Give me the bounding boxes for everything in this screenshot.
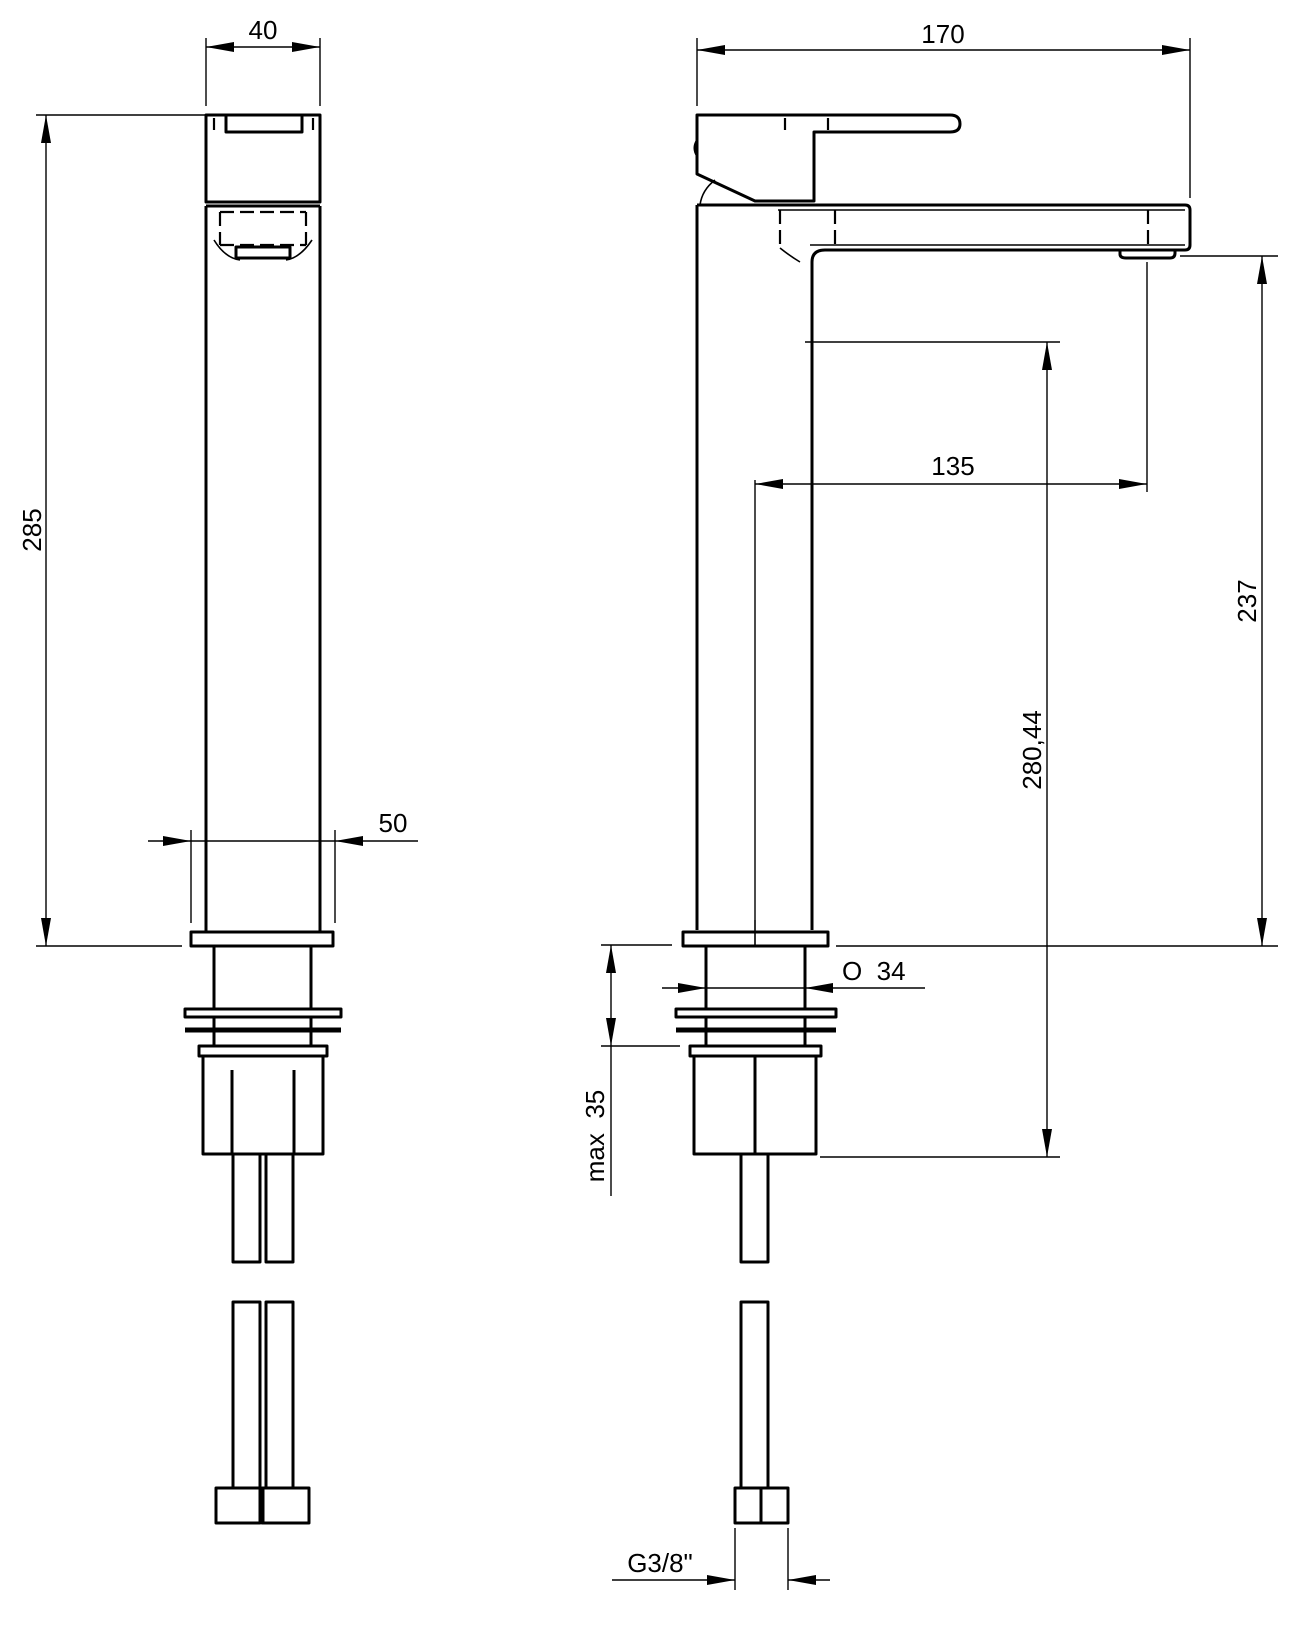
- dim-label-50: 50: [379, 808, 408, 838]
- dim-overall-length: 170: [696, 19, 1191, 198]
- side-spout: [697, 203, 1192, 263]
- side-hose: [733, 1152, 790, 1525]
- side-view: 170 135 237 280,44 O 34: [580, 19, 1278, 1590]
- dim-label-135: 135: [931, 451, 974, 481]
- dim-label-o34: O 34: [842, 956, 906, 986]
- dim-total-height: 285: [17, 114, 206, 947]
- dim-label-237: 237: [1232, 579, 1262, 622]
- dim-connection-thread: G3/8": [612, 1528, 830, 1590]
- dim-label-max35: max 35: [580, 1090, 610, 1183]
- front-cartridge: [206, 204, 320, 261]
- front-body: [204, 206, 322, 932]
- dim-label-280-44: 280,44: [1017, 710, 1047, 790]
- dim-label-285: 285: [17, 508, 47, 551]
- dim-deck-thickness: max 35: [580, 944, 680, 1196]
- front-base-flange: [189, 930, 335, 948]
- dim-body-width: 40: [205, 15, 321, 106]
- side-lever-handle: [693, 113, 962, 206]
- dim-label-170: 170: [921, 19, 964, 49]
- dim-mounting-hole: O 34: [662, 956, 925, 993]
- dim-label-40: 40: [249, 15, 278, 45]
- front-mounting-stud: [183, 946, 343, 1156]
- dim-spout-height: 237: [836, 255, 1278, 947]
- front-hoses: [214, 1152, 311, 1525]
- dim-spout-reach: 135: [754, 262, 1148, 920]
- dim-base-diameter: 50: [148, 808, 418, 923]
- front-view: 40 285 50: [17, 15, 418, 1525]
- side-body: [695, 205, 814, 930]
- front-handle: [204, 113, 322, 204]
- side-mounting-stud: [674, 920, 838, 1156]
- dim-max-height: 280,44: [805, 341, 1060, 1158]
- dim-label-g38: G3/8": [627, 1548, 693, 1578]
